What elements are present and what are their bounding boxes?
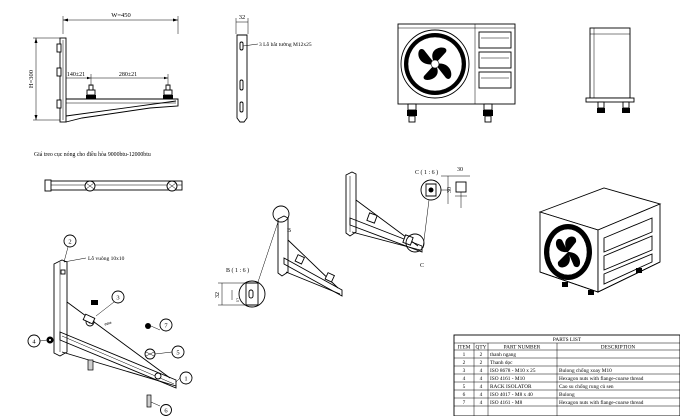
- detail-b-marker: B: [287, 228, 291, 234]
- table-row: 7 4 ISO 4161 - M8 Hexagon nuts with flan…: [463, 399, 644, 406]
- table-row: 2 2 Thanh dọc: [463, 360, 513, 366]
- iso-bracket-b: B B ( 1 : 6 ) 32 5: [215, 205, 343, 308]
- detail-b-dim-b: 5: [236, 298, 239, 304]
- balloon-7: 7: [164, 323, 168, 330]
- arm-marking: ⌀⌀⌀: [104, 320, 113, 327]
- cell-part-number: Thanh dọc: [490, 360, 513, 366]
- balloon-2: 2: [68, 239, 71, 246]
- parts-list-title: PARTS LIST: [553, 337, 582, 343]
- cell-description: Bulong: [559, 392, 575, 398]
- table-row: 3 4 ISO 8678 - M10 x 25 Bulong chống xoa…: [463, 367, 612, 374]
- header-qty: QTY: [476, 345, 487, 351]
- iso-bracket-mid: C C ( 1 : 6 ) 30 30: [345, 167, 470, 269]
- top-view: [44, 179, 183, 192]
- cell-qty: 4: [480, 376, 483, 382]
- balloon-6: 6: [164, 408, 168, 415]
- front-view: W=450 H=300 1: [28, 12, 179, 123]
- cell-item: 3: [463, 368, 466, 374]
- detail-b-label: B ( 1 : 6 ): [226, 267, 249, 274]
- cell-item: 2: [463, 360, 466, 366]
- cell-qty: 4: [480, 400, 483, 406]
- parts-list: PARTS LIST ITEM QTY PART NUMBER DESCRIPT…: [453, 334, 680, 416]
- balloons: 2 3 7 4 5 1 6: [27, 234, 193, 416]
- cell-part-number: thanh ngang: [490, 352, 516, 358]
- square-hole-note: Lỗ vuông 10x10: [88, 255, 125, 262]
- cell-description: Cao su chống rung củ sen: [559, 383, 614, 390]
- detail-c-label: C ( 1 : 6 ): [415, 169, 438, 176]
- balloon-3: 3: [116, 295, 119, 302]
- cell-description: Hexagon nuts with flange-coarse thread: [559, 399, 644, 406]
- iso-condenser: [538, 187, 662, 295]
- header-description: DESCRIPTION: [601, 345, 636, 351]
- table-row: 6 4 ISO 4017 - M8 x 40 Bulong: [463, 392, 575, 398]
- table-row: 4 4 ISO 4161 - M10 Hexagon nuts with fla…: [463, 375, 644, 382]
- spacing-dimension-1: 140±21: [67, 72, 85, 78]
- cell-item: 6: [463, 392, 466, 398]
- detail-c-dim-b: 30: [447, 187, 453, 193]
- detail-c-marker: C: [420, 263, 424, 269]
- side-view: 32 3 Lỗ bắt tường M12x25: [235, 14, 312, 123]
- width-dimension: W=450: [111, 12, 131, 19]
- cell-item: 7: [463, 400, 466, 406]
- cell-part-number: ISO 4017 - M8 x 40: [490, 392, 533, 398]
- height-dimension: H=300: [28, 70, 35, 88]
- cell-part-number: ISO 4161 - M8: [490, 400, 523, 406]
- cell-item: 5: [463, 384, 466, 390]
- condenser-front-view: [397, 23, 516, 123]
- cell-item: 4: [463, 376, 466, 382]
- header-part-number: PART NUMBER: [504, 345, 541, 351]
- cell-qty: 4: [480, 368, 483, 374]
- holes-note: 3 Lỗ bắt tường M12x25: [259, 41, 312, 48]
- exploded-bracket: ⌀⌀⌀ Lỗ vuông 10x10: [46, 255, 177, 408]
- table-row: 1 2 thanh ngang: [463, 352, 517, 358]
- cell-qty: 4: [480, 392, 483, 398]
- spacing-dimension-2: 280±21: [119, 72, 137, 78]
- cell-item: 1: [463, 352, 466, 358]
- table-row: 5 4 RACK ISOLATOR Cao su chống rung củ s…: [463, 383, 614, 390]
- cell-part-number: RACK ISOLATOR: [490, 384, 532, 390]
- cell-part-number: ISO 4161 - M10: [490, 376, 525, 382]
- balloon-1: 1: [184, 376, 187, 383]
- cell-description: Hexagon nuts with flange-coarse thread: [559, 375, 644, 382]
- cell-qty: 2: [480, 352, 483, 358]
- side-width-dimension: 32: [239, 14, 246, 21]
- detail-c-dim-a: 30: [457, 167, 463, 173]
- cell-qty: 2: [480, 360, 483, 366]
- cell-part-number: ISO 8678 - M10 x 25: [490, 368, 536, 374]
- caption: Giá treo cục nóng cho điều hòa 9000btu-1…: [34, 151, 151, 158]
- balloon-4: 4: [32, 339, 36, 346]
- cell-qty: 4: [480, 384, 483, 390]
- detail-b-dim-a: 32: [215, 292, 221, 298]
- header-item: ITEM: [458, 345, 471, 351]
- balloon-5: 5: [176, 350, 179, 357]
- condenser-side-view: [585, 27, 635, 113]
- cell-description: Bulong chống xoay M10: [559, 367, 612, 374]
